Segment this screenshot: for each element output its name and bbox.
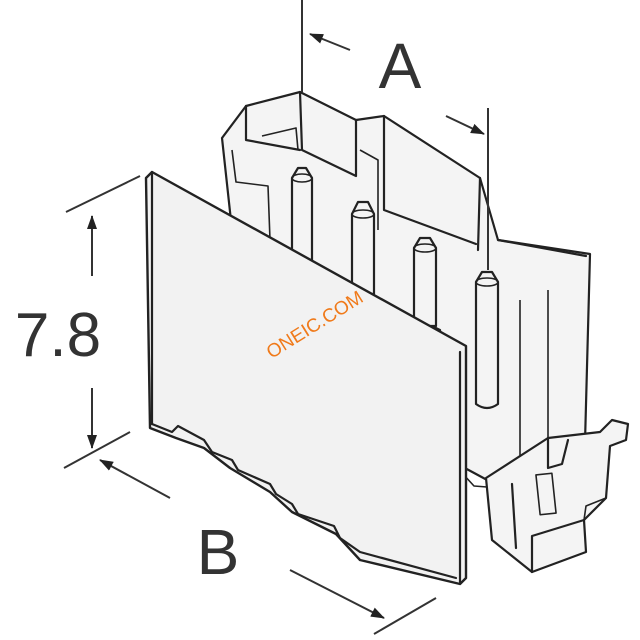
dimension-height-label: 7.8: [15, 301, 101, 370]
side-latch: [484, 418, 630, 574]
contact-pin-3: [412, 236, 438, 328]
arrow-a-right: [445, 115, 485, 135]
dimension-b-label: B: [197, 516, 240, 588]
front-panel: [144, 170, 468, 586]
dimension-a-label: A: [379, 30, 422, 102]
extension-line-b-right: [373, 597, 437, 635]
dimension-a: A: [301, 0, 489, 270]
arrow-b-right: [289, 569, 385, 619]
arrow-a-left: [309, 33, 351, 51]
contact-pin-2: [350, 200, 376, 296]
extension-line-top: [65, 175, 141, 213]
contact-pin-4: [474, 270, 500, 410]
dimension-b: B: [99, 459, 437, 635]
extension-line-bottom: [63, 431, 131, 469]
arrow-b-left: [99, 459, 171, 499]
dimension-height: 7.8: [15, 175, 141, 469]
contact-pin-1: [290, 166, 314, 264]
